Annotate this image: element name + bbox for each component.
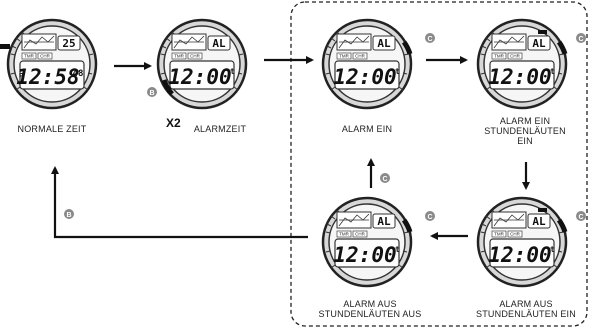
svg-text:B: B bbox=[149, 90, 154, 97]
svg-text:C: C bbox=[427, 36, 432, 43]
caption-line-2: STUNDENLÄUTEN EIN bbox=[476, 309, 576, 319]
button-b-badge-1: B bbox=[147, 87, 157, 97]
button-c-accent-1 bbox=[401, 40, 413, 55]
watch-normal-time: 25 P 12:58 48 bbox=[6, 18, 98, 110]
caption-alarm-off-chime-off: ALARM AUS STUNDENLÄUTEN AUS bbox=[300, 299, 440, 319]
svg-text:P: P bbox=[19, 73, 24, 80]
svg-text:12:00: 12:00 bbox=[488, 65, 551, 89]
caption-line-1: ALARM AUS bbox=[343, 299, 397, 309]
svg-text:12:00: 12:00 bbox=[333, 243, 396, 267]
svg-text:AL: AL bbox=[377, 215, 391, 228]
svg-text:12:58: 12:58 bbox=[16, 65, 79, 89]
svg-text:C: C bbox=[578, 214, 583, 221]
button-c-badge-4: C bbox=[576, 211, 586, 221]
caption-alarm-time-text: ALARMZEIT bbox=[193, 124, 247, 134]
caption-line-2: STUNDENLÄUTEN AUS bbox=[318, 309, 422, 319]
svg-text:C: C bbox=[578, 36, 583, 43]
svg-text:t: t bbox=[550, 245, 555, 254]
svg-text:12:00: 12:00 bbox=[488, 243, 551, 267]
watch-alarm-on-chime-on: AL 12:00 t bbox=[476, 18, 568, 110]
button-c-accent-2 bbox=[556, 40, 568, 55]
svg-text:AL: AL bbox=[532, 215, 546, 228]
svg-text:t: t bbox=[550, 67, 555, 76]
svg-text:25: 25 bbox=[62, 37, 75, 50]
alarm-mode-boundary bbox=[290, 1, 588, 327]
watch-alarm-off-chime-on: AL 12:00 t bbox=[476, 196, 568, 288]
caption-alarm-on-chime-on: ALARM EIN STUNDENLÄUTEN EIN bbox=[470, 116, 580, 146]
svg-text:C: C bbox=[427, 214, 432, 221]
mode-indicator-bar bbox=[0, 44, 10, 49]
svg-text:48: 48 bbox=[73, 69, 84, 79]
button-b-accent bbox=[161, 79, 174, 96]
button-b-badge-2: B bbox=[64, 209, 74, 219]
button-c-badge-2: C bbox=[576, 33, 586, 43]
button-c-badge-1: C bbox=[425, 33, 435, 43]
caption-alarm-time: ALARMZEIT bbox=[180, 124, 260, 134]
button-c-accent-4 bbox=[556, 218, 568, 233]
watch-alarm-time: AL 12:00 t bbox=[156, 18, 248, 110]
button-c-accent-3 bbox=[401, 218, 413, 233]
button-c-badge-5: C bbox=[380, 173, 390, 183]
caption-line-1: ALARM EIN bbox=[499, 116, 551, 126]
watch-alarm-off-chime-off: AL 12:00 t bbox=[321, 196, 413, 288]
caption-normal-time: NORMALE ZEIT bbox=[2, 124, 102, 134]
svg-text:C: C bbox=[382, 176, 387, 183]
arrow-return-to-normal bbox=[51, 166, 308, 239]
svg-text:AL: AL bbox=[377, 37, 391, 50]
svg-text:AL: AL bbox=[212, 37, 226, 50]
caption-alarm-on: ALARM EIN bbox=[327, 124, 407, 134]
caption-line-1: ALARM AUS bbox=[499, 299, 553, 309]
caption-line-3: EIN bbox=[517, 136, 533, 146]
caption-alarm-off-chime-on: ALARM AUS STUNDENLÄUTEN EIN bbox=[466, 299, 586, 319]
svg-text:12:00: 12:00 bbox=[333, 65, 396, 89]
svg-text:B: B bbox=[66, 212, 71, 219]
svg-text:t: t bbox=[230, 67, 235, 76]
caption-line-2: STUNDENLÄUTEN bbox=[484, 126, 566, 136]
watch-alarm-on: AL 12:00 t bbox=[321, 18, 413, 110]
caption-alarm-on-text: ALARM EIN bbox=[341, 124, 393, 134]
svg-text:t: t bbox=[395, 245, 400, 254]
svg-text:12:00: 12:00 bbox=[168, 65, 231, 89]
svg-text:AL: AL bbox=[532, 37, 546, 50]
button-c-badge-3: C bbox=[425, 211, 435, 221]
repeat-label: X2 bbox=[166, 116, 181, 130]
caption-normal-time-text: NORMALE ZEIT bbox=[17, 124, 87, 134]
svg-text:t: t bbox=[395, 67, 400, 76]
